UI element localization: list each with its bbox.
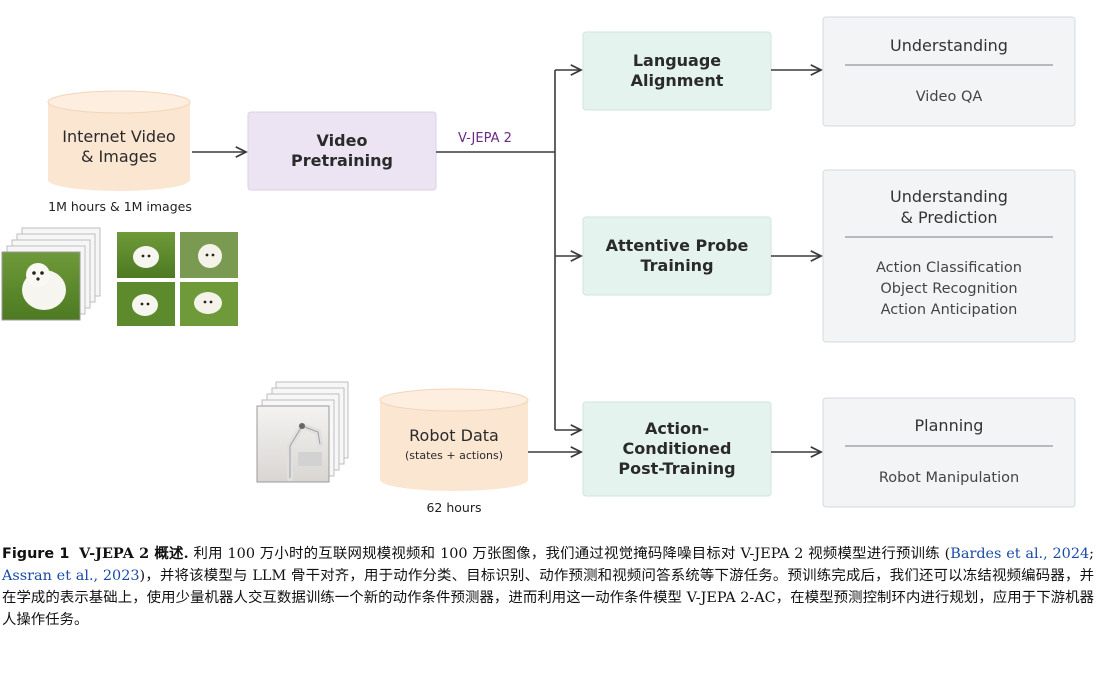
stage-line: Alignment	[630, 71, 724, 90]
output-planning-items: Robot Manipulation	[823, 463, 1075, 493]
robot-data-subtitle: (states + actions)	[405, 449, 503, 462]
stage-line: Post-Training	[618, 459, 736, 478]
caption-text-b: )，并将该模型与 LLM 骨干对齐，用于动作分类、目标识别、动作预测和视频问答系…	[2, 568, 1094, 628]
figure-caption: Figure 1 V-JEPA 2 概述. 利用 100 万小时的互联网规模视频…	[2, 543, 1094, 631]
output-item: Robot Manipulation	[878, 469, 1020, 486]
action-conditioned-box	[582, 401, 772, 497]
citation-link[interactable]: Assran et al., 2023	[2, 568, 140, 584]
image-grid-thumbnail	[117, 232, 238, 326]
output-understanding-title: Understanding	[823, 30, 1075, 60]
caption-text-a: 利用 100 万小时的互联网规模视频和 100 万张图像，我们通过视觉掩码降噪目…	[193, 546, 951, 562]
stage-action-conditioned: Action- Conditioned Post-Training	[583, 402, 771, 496]
robot-data-label: Robot Data (states + actions)	[380, 418, 528, 470]
video-pretraining-box	[247, 111, 437, 191]
model-label: V-JEPA 2	[458, 131, 512, 146]
internet-data-title-line2: & Images	[80, 147, 157, 166]
stage-language-alignment: Language Alignment	[583, 32, 771, 110]
caption-title: V-JEPA 2 概述.	[79, 545, 189, 562]
language-alignment-box	[582, 31, 772, 111]
output-item: Object Recognition	[880, 280, 1018, 297]
stage-line: Attentive Probe	[605, 236, 749, 255]
internet-data-label: Internet Video & Images	[48, 118, 190, 176]
robot-frames-thumbnail	[256, 381, 349, 483]
output-item: Action Anticipation	[880, 301, 1018, 318]
video-frames-thumbnail	[1, 227, 101, 321]
caption-separator: ;	[1089, 546, 1094, 562]
caption-label: Figure 1	[2, 546, 70, 562]
output-title: Understanding	[890, 35, 1008, 55]
internet-data-caption: 1M hours & 1M images	[48, 199, 192, 214]
video-pretraining-line2: Pretraining	[290, 151, 393, 170]
diagram	[1, 16, 1076, 508]
stage-attentive-probe: Attentive Probe Training	[583, 217, 771, 295]
output-title: Planning	[914, 415, 984, 435]
output-box-understanding-prediction	[822, 169, 1076, 343]
stage-line: Language	[632, 51, 722, 70]
video-pretraining-label: Video Pretraining	[248, 112, 436, 190]
video-pretraining-line1: Video	[316, 131, 368, 150]
internet-data-cylinder	[47, 90, 191, 191]
output-item: Video QA	[915, 88, 983, 105]
output-item: Action Classification	[876, 259, 1022, 276]
output-understanding-prediction-title: Understanding & Prediction	[823, 184, 1075, 230]
output-planning-title: Planning	[823, 410, 1075, 440]
output-box-understanding	[822, 16, 1076, 127]
output-title: Understanding	[890, 187, 1008, 206]
citation-link[interactable]: Bardes et al., 2024	[950, 546, 1090, 562]
stage-line: Training	[640, 256, 714, 275]
stage-line: Conditioned	[622, 439, 732, 458]
robot-data-cylinder	[379, 388, 529, 491]
internet-data-title-line1: Internet Video	[62, 127, 176, 146]
connectors	[192, 70, 821, 452]
robot-data-caption: 62 hours	[426, 500, 482, 515]
output-understanding-items: Video QA	[823, 82, 1075, 112]
output-box-planning	[822, 397, 1076, 508]
stage-line: Action-	[644, 419, 710, 438]
robot-data-title: Robot Data	[409, 426, 499, 445]
output-understanding-prediction-items: Action Classification Object Recognition…	[823, 256, 1075, 322]
output-title: & Prediction	[900, 208, 998, 227]
